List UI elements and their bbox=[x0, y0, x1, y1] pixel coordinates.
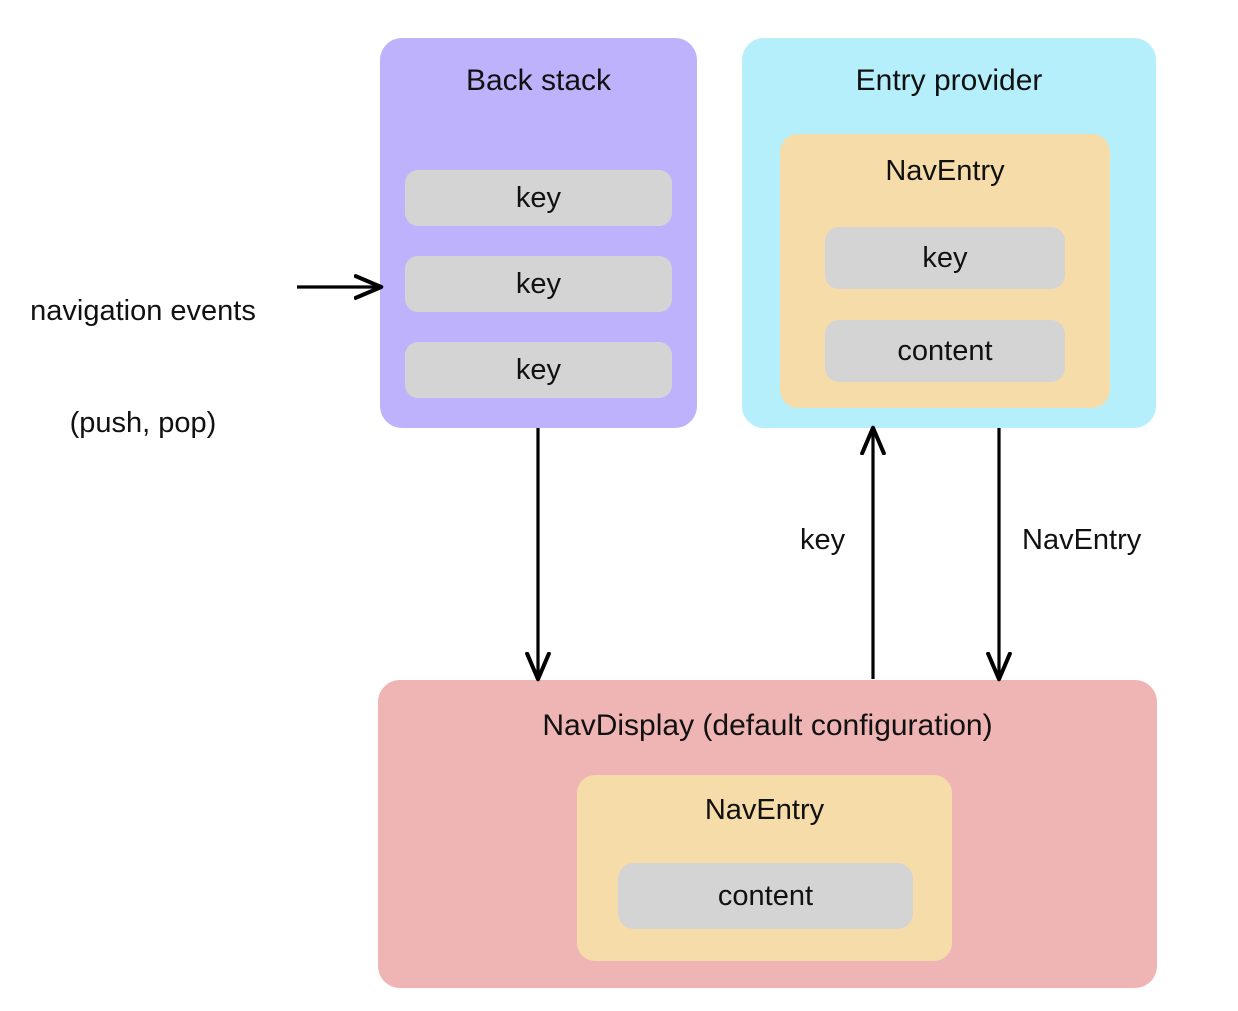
nav-display-box: NavDisplay (default configuration) NavEn… bbox=[378, 680, 1157, 988]
nav-entry-title: NavEntry bbox=[704, 794, 825, 826]
nav-display-title: NavDisplay (default configuration) bbox=[542, 709, 993, 742]
back-stack-title: Back stack bbox=[465, 64, 612, 97]
back-stack-key-chip: key bbox=[405, 342, 672, 398]
nav-entry-title: NavEntry bbox=[885, 155, 1005, 187]
entry-provider-title: Entry provider bbox=[855, 64, 1043, 97]
nav-display-nav-entry-box: NavEntry content bbox=[577, 775, 952, 961]
entry-provider-box: Entry provider NavEntry key content bbox=[742, 38, 1156, 428]
navigation-events-label: navigation events (push, pop) bbox=[8, 219, 278, 516]
nav-entry-content-chip: content bbox=[618, 863, 913, 929]
nav-entry-key-chip: key bbox=[825, 227, 1065, 289]
back-stack-key-chip: key bbox=[405, 256, 672, 312]
back-stack-key-chip: key bbox=[405, 170, 672, 226]
entry-provider-nav-entry-box: NavEntry key content bbox=[780, 134, 1110, 408]
navigation-events-line-2: (push, pop) bbox=[69, 406, 217, 439]
navigation-events-line-1: navigation events bbox=[30, 295, 256, 328]
nav-entry-content-chip: content bbox=[825, 320, 1065, 382]
back-stack-box: Back stack key key key bbox=[380, 38, 697, 428]
naventry-arrow-label: NavEntry bbox=[1022, 524, 1142, 556]
key-arrow-label: key bbox=[800, 524, 846, 556]
